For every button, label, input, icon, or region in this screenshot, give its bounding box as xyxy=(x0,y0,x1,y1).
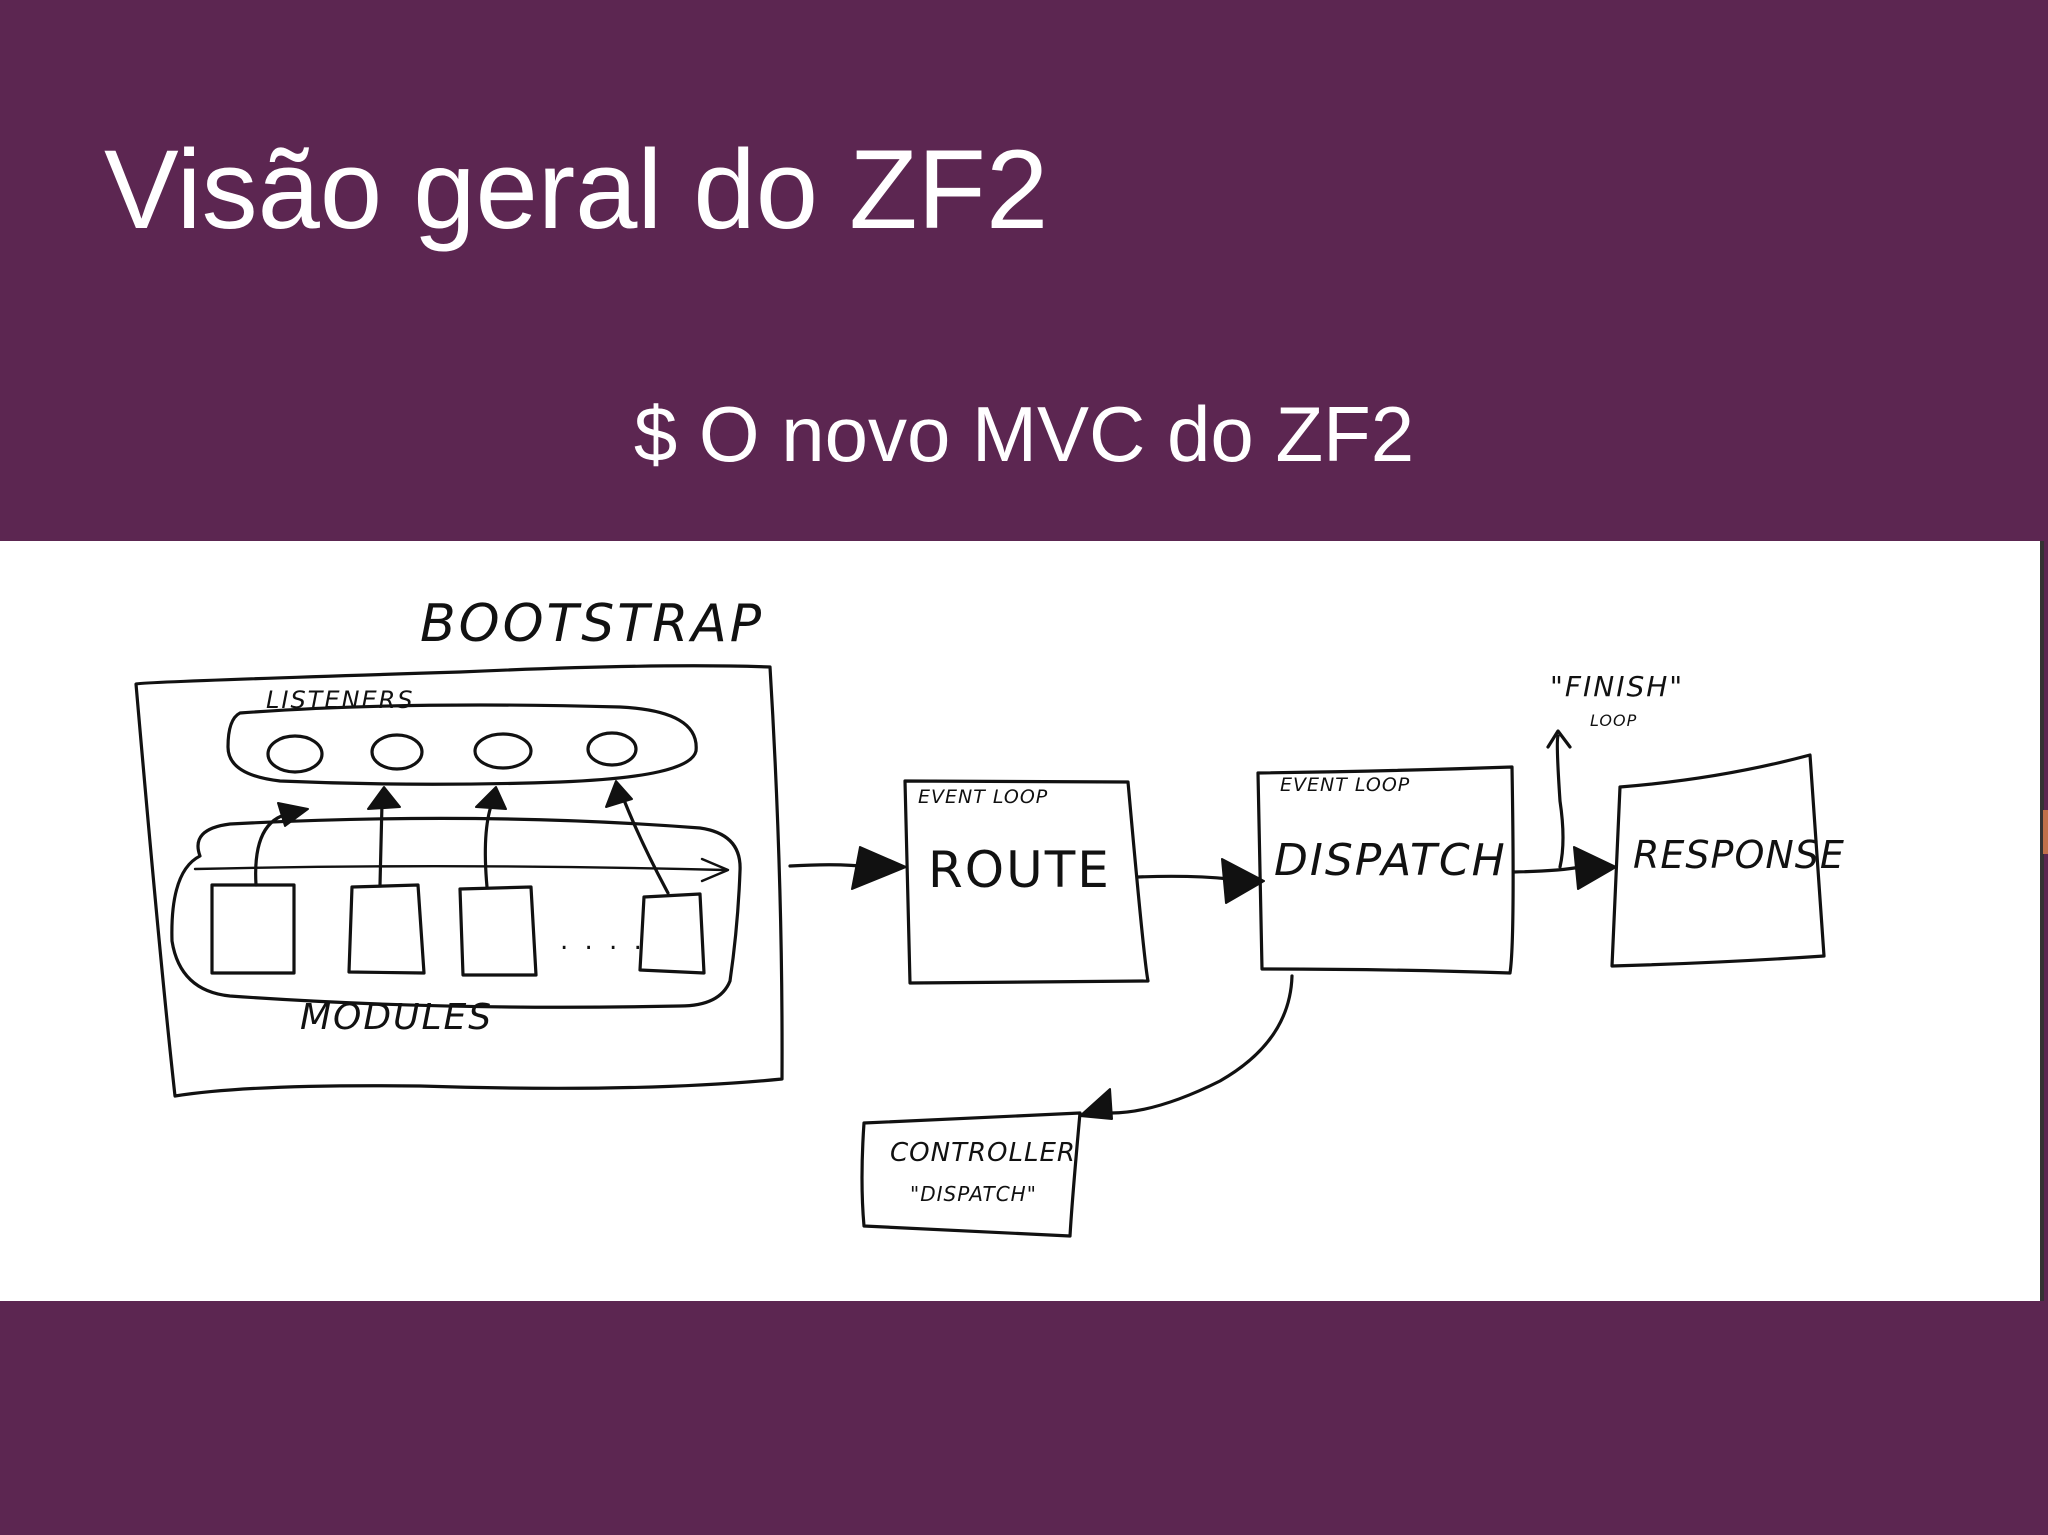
finish-label: "FINISH" xyxy=(1550,670,1684,703)
dispatch-to-controller-arrowhead xyxy=(1079,1088,1113,1120)
module-4-arrow xyxy=(620,793,670,895)
dispatch-caption: EVENT LOOP xyxy=(1280,774,1410,796)
slide-subtitle: $ O novo MVC do ZF2 xyxy=(633,390,1415,478)
module-2-arrow xyxy=(378,801,384,887)
module-4 xyxy=(638,892,706,975)
module-2-arrowhead xyxy=(367,786,401,810)
modules-label: MODULES xyxy=(300,997,493,1038)
finish-loop-arrowhead xyxy=(1546,729,1572,749)
module-3 xyxy=(458,885,538,977)
dispatch-to-response-arrowhead xyxy=(1573,846,1617,890)
bootstrap-box xyxy=(134,664,784,1098)
module-3-arrowhead xyxy=(475,786,507,810)
bootstrap-to-route-arrowhead xyxy=(851,846,907,890)
response-label: RESPONSE xyxy=(1633,833,1845,877)
controller-sublabel: "DISPATCH" xyxy=(910,1182,1037,1206)
listener-1 xyxy=(266,734,324,774)
modules-ellipsis: . . . . xyxy=(560,926,646,956)
modules-arrow-line xyxy=(193,865,727,872)
controller-label: CONTROLLER xyxy=(890,1138,1076,1168)
slide-title: Visão geral do ZF2 xyxy=(104,127,1049,252)
route-box xyxy=(903,779,1150,985)
module-1-arrowhead xyxy=(277,802,309,827)
module-2 xyxy=(347,883,426,975)
bootstrap-label: BOOTSTRAP xyxy=(420,594,764,654)
listener-2 xyxy=(370,733,424,771)
dispatch-box xyxy=(1256,765,1515,975)
edge-marker xyxy=(2043,810,2048,854)
module-1 xyxy=(210,883,296,975)
diagram-panel: BOOTSTRAP LISTENERS . . . . MODULES E xyxy=(0,541,2044,1301)
listeners-container xyxy=(226,703,698,786)
dispatch-to-controller-arrow xyxy=(1088,974,1294,1115)
finish-loop-arrow xyxy=(1555,734,1565,869)
route-to-dispatch-arrowhead xyxy=(1221,858,1265,904)
module-3-arrow xyxy=(483,801,494,889)
controller-box xyxy=(860,1111,1082,1238)
finish-sublabel: LOOP xyxy=(1590,711,1637,730)
response-box xyxy=(1610,753,1826,968)
route-to-dispatch-arrow xyxy=(1136,874,1232,881)
modules-arrow-head xyxy=(700,857,730,883)
route-label: ROUTE xyxy=(928,841,1111,899)
listener-4 xyxy=(586,731,638,767)
route-caption: EVENT LOOP xyxy=(918,786,1048,808)
zf2-mvc-sketch: BOOTSTRAP LISTENERS . . . . MODULES E xyxy=(134,594,1845,1238)
module-4-arrowhead xyxy=(605,780,633,808)
dispatch-to-response-arrow xyxy=(1512,865,1582,874)
dispatch-label: DISPATCH xyxy=(1274,835,1507,886)
listener-3 xyxy=(473,732,533,770)
modules-container xyxy=(170,816,742,1009)
